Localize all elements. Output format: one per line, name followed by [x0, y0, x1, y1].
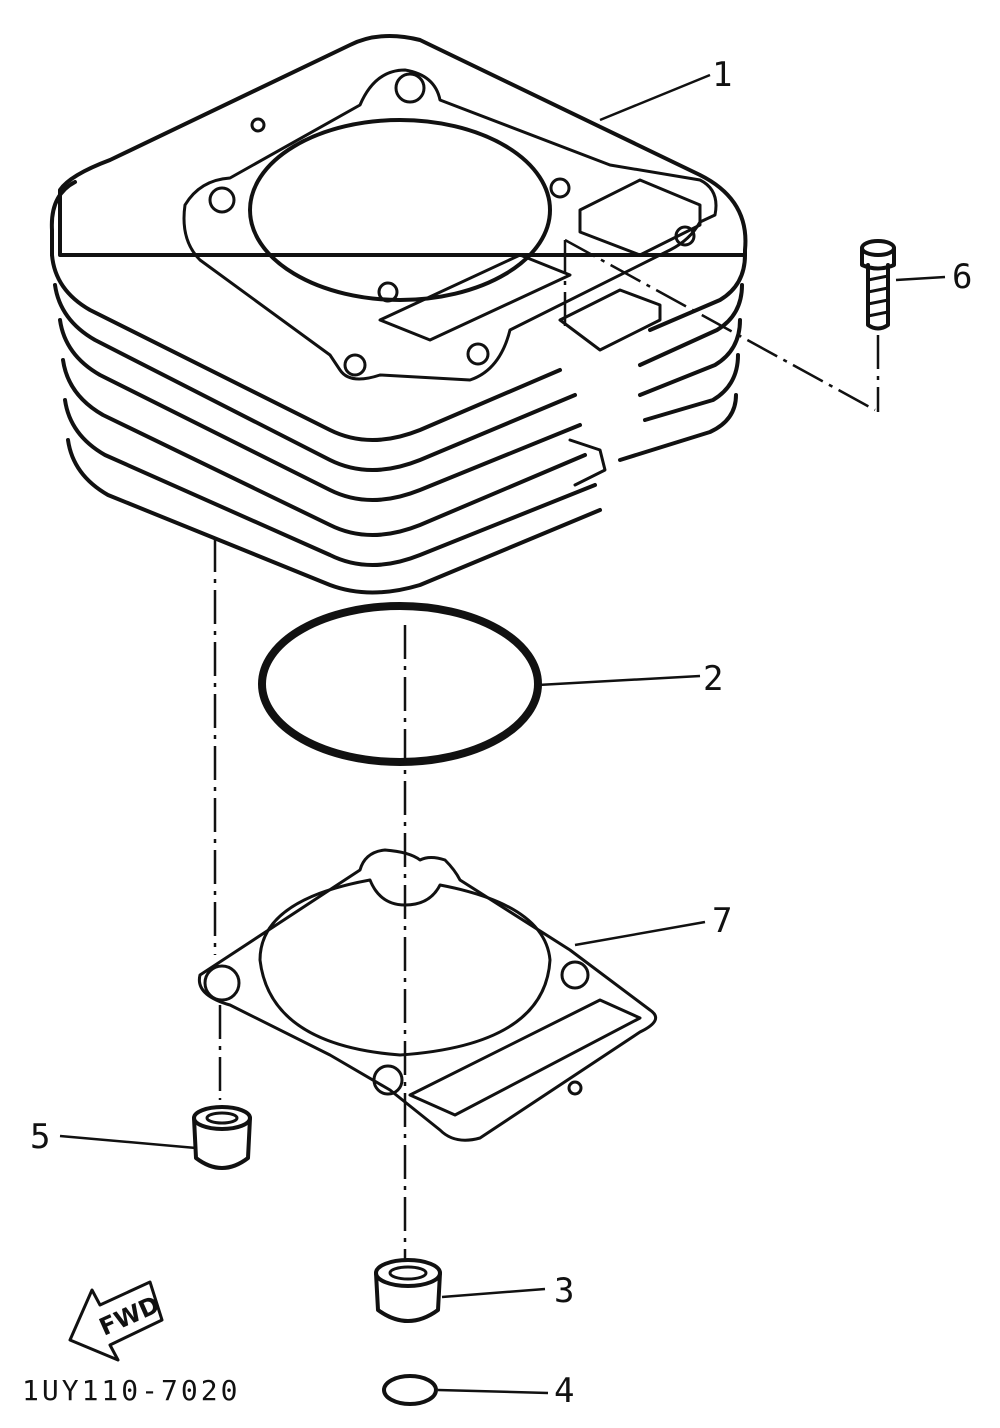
part-number-labels: 1 2 3 4 5 6 7 [30, 55, 972, 1411]
o-ring-small-part [382, 1374, 438, 1406]
fwd-label: FWD [95, 1290, 164, 1341]
leader-lines [59, 73, 946, 1395]
part-number-1: 1 [712, 55, 732, 95]
part-number-6: 6 [952, 257, 972, 297]
dowel-pin-right-part [374, 1258, 442, 1323]
o-ring-large-part [258, 602, 542, 766]
assembly-axes [213, 238, 880, 1260]
base-gasket-part [197, 848, 658, 1142]
part-number-3: 3 [554, 1271, 574, 1311]
part-number-2: 2 [703, 659, 723, 699]
diagram-code: 1UY110-7020 [22, 1374, 240, 1407]
bolt-part [860, 239, 896, 331]
part-number-4: 4 [554, 1371, 574, 1411]
part-number-5: 5 [30, 1117, 50, 1157]
dowel-pin-left-part [192, 1105, 252, 1170]
cylinder-part [49, 34, 748, 595]
forward-direction-arrow: FWD [68, 1280, 164, 1362]
part-number-7: 7 [712, 901, 732, 941]
